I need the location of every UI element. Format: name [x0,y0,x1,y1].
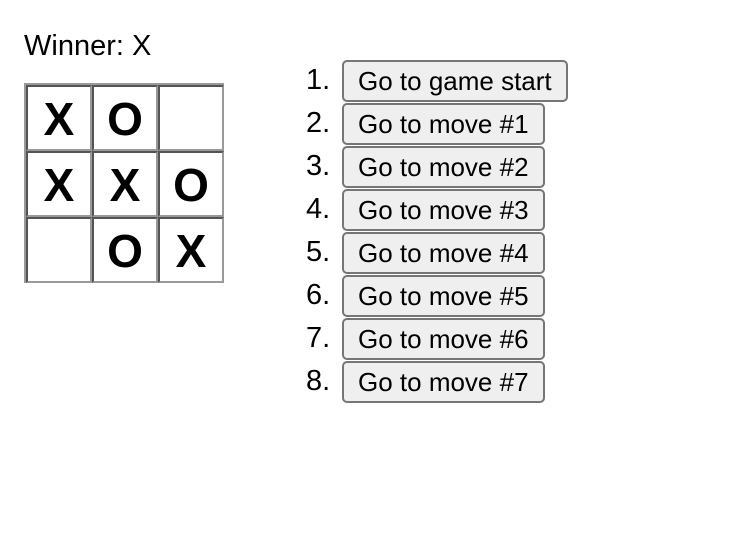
move-list-item: 8. Go to move #7 [306,360,568,403]
go-to-move-1-button[interactable]: Go to move #1 [342,102,545,145]
board-square[interactable]: X [92,151,158,217]
board-square[interactable]: X [26,151,92,217]
move-number: 8. [306,365,331,397]
go-to-move-6-button[interactable]: Go to move #6 [342,317,545,360]
move-number: 2. [306,107,331,139]
move-list-item: 2. Go to move #1 [306,102,568,145]
move-number: 5. [306,236,331,268]
go-to-move-3-button[interactable]: Go to move #3 [342,188,545,231]
board-square[interactable]: O [158,151,224,217]
board-square[interactable]: O [92,85,158,151]
board-square[interactable]: X [26,85,92,151]
move-number: 1. [306,64,331,96]
move-history-list: 1. Go to game start 2. Go to move #1 3. … [306,59,568,403]
go-to-move-2-button[interactable]: Go to move #2 [342,145,545,188]
go-to-move-7-button[interactable]: Go to move #7 [342,360,545,403]
game-board: X O X X O O X [24,83,224,283]
go-to-move-4-button[interactable]: Go to move #4 [342,231,545,274]
game-status: Winner: X [24,30,152,62]
board-square[interactable] [26,217,92,283]
move-number: 6. [306,279,331,311]
go-to-game-start-button[interactable]: Go to game start [342,59,568,102]
board-square[interactable] [158,85,224,151]
move-list-item: 6. Go to move #5 [306,274,568,317]
board-square[interactable]: O [92,217,158,283]
move-list-item: 7. Go to move #6 [306,317,568,360]
move-list-item: 5. Go to move #4 [306,231,568,274]
move-list-item: 3. Go to move #2 [306,145,568,188]
go-to-move-5-button[interactable]: Go to move #5 [342,274,545,317]
move-number: 7. [306,322,331,354]
move-number: 4. [306,193,331,225]
move-number: 3. [306,150,331,182]
move-list-item: 4. Go to move #3 [306,188,568,231]
board-square[interactable]: X [158,217,224,283]
move-list-item: 1. Go to game start [306,59,568,102]
